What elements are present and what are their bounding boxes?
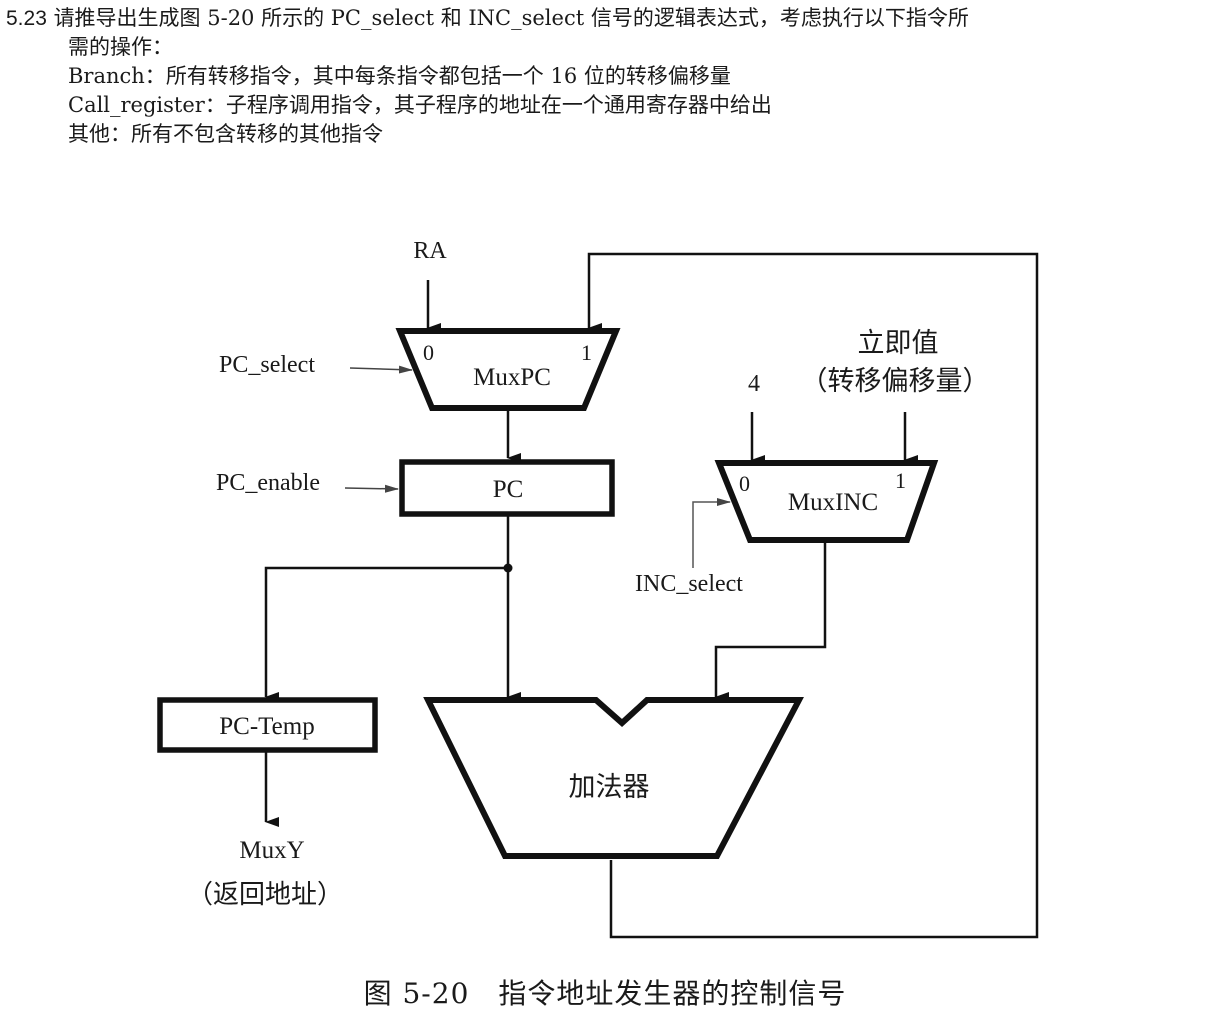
muxinc-label: MuxINC — [788, 489, 878, 516]
inc-select-label: INC_select — [635, 571, 743, 597]
muxinc-input1-source-line2: （转移偏移量） — [801, 366, 990, 396]
adder-label: 加法器 — [569, 772, 650, 802]
instruction-text: 所有不包含转移的其他指令 — [131, 122, 383, 146]
pc-register — [399, 459, 615, 517]
pc-temp-register — [157, 697, 378, 753]
adder-block — [423, 697, 804, 859]
muxy-sublabel: （返回地址） — [187, 880, 343, 909]
muxinc-input1-label: 1 — [895, 468, 906, 493]
instruction-label: 其他： — [68, 122, 131, 146]
pc-enable-label: PC_enable — [216, 470, 320, 496]
muxinc-input1-source-line1: 立即值 — [858, 328, 939, 358]
muxinc-input0-label: 0 — [739, 471, 750, 496]
figure-caption: 图 5-20 指令地址发生器的控制信号 — [363, 977, 847, 1010]
pc-to-pctemp-wire — [264, 566, 508, 702]
muxinc-to-adder-wire — [714, 540, 827, 702]
feedback-wire — [587, 252, 1039, 939]
instruction-item-branch: Branch：所有转移指令，其中每条指令都包括一个 16 位的转移偏移量 — [6, 62, 1206, 91]
muxy-label: MuxY — [239, 837, 304, 864]
instruction-text: 子程序调用指令，其子程序的地址在一个通用寄存器中给出 — [225, 93, 772, 117]
instruction-label: Branch： — [68, 64, 166, 88]
problem-statement: 5.23 请推导出生成图 5-20 所示的 PC_select 和 INC_se… — [6, 4, 1206, 149]
ra-label: RA — [413, 238, 447, 264]
muxpc-input0-label: 0 — [423, 340, 434, 365]
problem-intro: 5.23 请推导出生成图 5-20 所示的 PC_select 和 INC_se… — [6, 4, 1206, 33]
problem-intro-line1: 请推导出生成图 5-20 所示的 PC_select 和 INC_select … — [53, 6, 969, 30]
muxinc-block — [714, 460, 939, 543]
problem-number: 5.23 — [6, 7, 47, 30]
pc-select-wire — [349, 365, 413, 374]
instruction-label: Call_register： — [68, 93, 226, 117]
muxpc-label: MuxPC — [473, 364, 551, 391]
instruction-item-other: 其他：所有不包含转移的其他指令 — [6, 120, 1206, 149]
problem-intro-line2: 需的操作： — [68, 35, 173, 59]
instruction-item-call-register: Call_register：子程序调用指令，其子程序的地址在一个通用寄存器中给出 — [6, 91, 1206, 120]
muxinc-input0-source: 4 — [748, 371, 760, 397]
pc-select-label: PC_select — [219, 352, 315, 378]
instruction-text: 所有转移指令，其中每条指令都包括一个 16 位的转移偏移量 — [165, 64, 731, 88]
pc-label: PC — [493, 476, 524, 503]
pc-enable-wire — [344, 484, 399, 493]
inc-select-wire — [692, 498, 731, 568]
muxpc-input1-label: 1 — [581, 340, 592, 365]
pc-temp-label: PC-Temp — [219, 713, 314, 740]
muxpc-block — [395, 328, 621, 411]
